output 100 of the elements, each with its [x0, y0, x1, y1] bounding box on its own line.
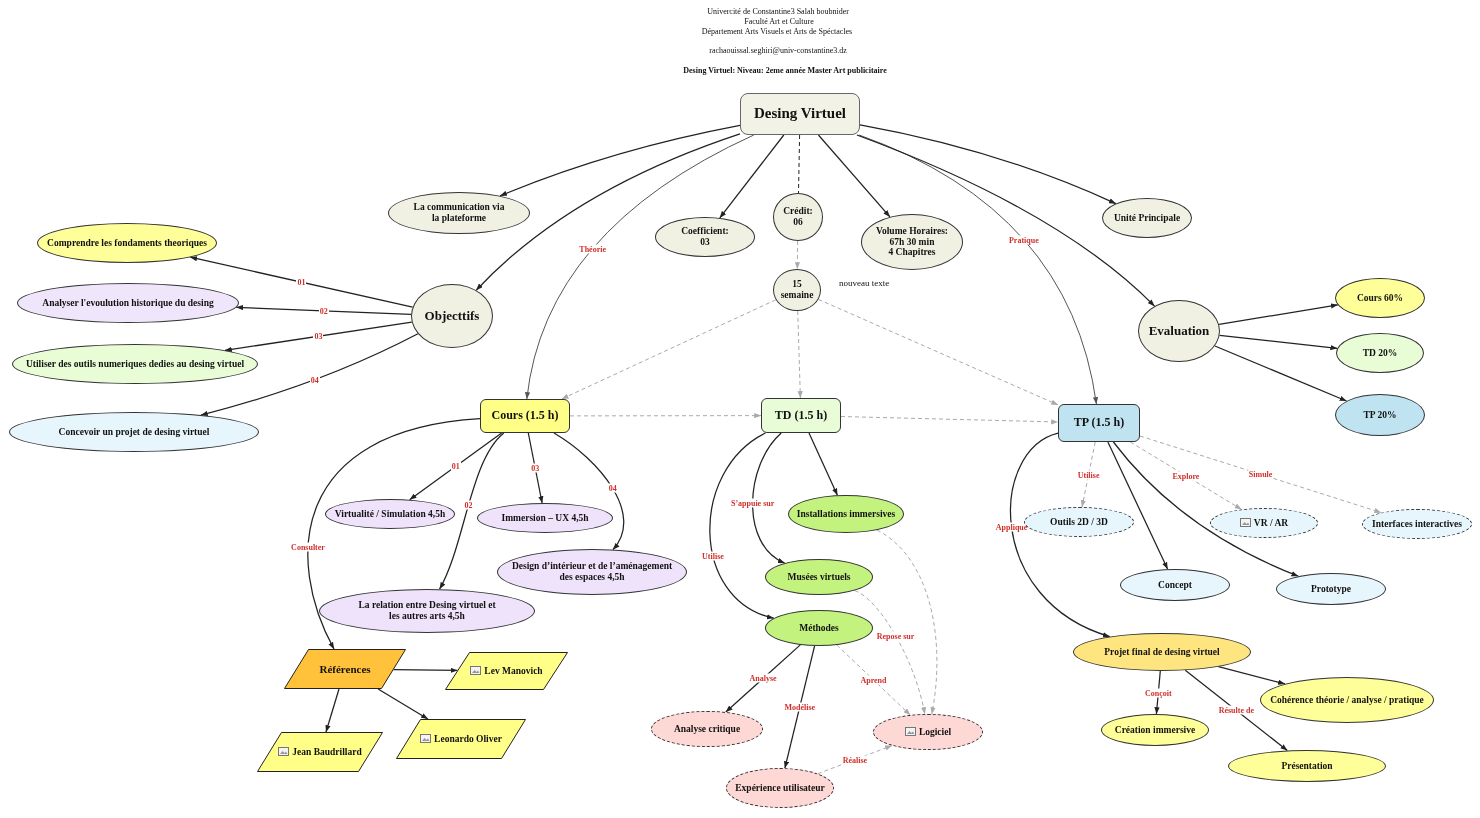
parallelogram-shape — [284, 649, 406, 689]
arrow — [325, 688, 340, 733]
node-label: Analyse critique — [673, 723, 741, 735]
arrow — [1010, 432, 1111, 638]
arrow — [854, 590, 926, 715]
edge-label: Simule — [1247, 469, 1274, 479]
email-address: rachaouissal.seghiri@univ-constantine3.dz — [709, 46, 847, 56]
node-label: Unité Principale — [1113, 212, 1181, 224]
arrow — [709, 432, 775, 619]
circle-node — [773, 193, 823, 241]
edge-label: 01 — [450, 461, 461, 471]
edge-label: 02 — [318, 306, 329, 316]
node-label: Création immersive — [1114, 724, 1196, 736]
edge-label: Conçoit — [1144, 688, 1173, 697]
node-label: TD (1.5 h) — [774, 408, 828, 423]
edge-label: Utilise — [1076, 470, 1101, 479]
arrow — [525, 134, 755, 400]
rounded-box — [480, 399, 570, 433]
arrow — [438, 432, 505, 590]
arrow — [553, 432, 625, 551]
node-label: Objecttifs — [424, 308, 480, 324]
node-label: Coefficient: — [681, 226, 729, 237]
edge-label: Consulter — [290, 542, 326, 552]
node-label: Présentation — [1281, 760, 1333, 772]
edge-label: 04 — [309, 375, 320, 385]
node-label: Leonardo Oliver — [434, 733, 502, 745]
edge-label: Applique — [994, 522, 1029, 532]
arrow — [392, 667, 459, 673]
arrow — [817, 134, 891, 218]
node-label: Méthodes — [799, 622, 839, 634]
node-label: Crédit: — [783, 206, 813, 217]
edge-label: Repose sur — [875, 631, 916, 641]
node-label: Interfaces interactives — [1372, 518, 1462, 530]
node-label: TP (1.5 h) — [1073, 416, 1125, 430]
node-label: Utiliser des outils numeriques dedies au desing virtuel — [25, 358, 245, 370]
arrow — [783, 645, 816, 769]
node-label: Evaluation — [1148, 323, 1210, 339]
arrow — [200, 333, 419, 416]
node-label: 06 — [793, 217, 803, 228]
node-label: Immersion – UX 4,5h — [501, 512, 589, 524]
parallelogram-shape — [396, 719, 526, 759]
edge-label: Aprend — [859, 675, 888, 685]
node-label: Concept — [1158, 579, 1192, 591]
node-label: Analyser l'evoulution historique du desing — [42, 297, 214, 309]
parallelogram-shape — [445, 652, 568, 690]
ellipse-node — [1335, 394, 1425, 436]
arrow — [189, 256, 414, 308]
node-label: Virtualité / Simulation 4,5h — [334, 508, 446, 520]
arrow — [475, 133, 741, 291]
node-label: Cours (1.5 h) — [491, 409, 559, 423]
arrow — [1214, 345, 1348, 402]
ellipse-node — [1335, 278, 1425, 318]
rounded-box — [740, 93, 860, 135]
header-text: Département Arts Visuels et Arts de Spéctacles — [701, 27, 853, 37]
node-label: Installations immersives — [796, 508, 896, 520]
edge-label: Pratique — [1007, 235, 1040, 245]
ellipse-node — [319, 589, 535, 633]
arrow — [856, 134, 1156, 307]
edge-label: 01 — [296, 277, 307, 287]
arrow — [876, 529, 938, 715]
ellipse-node — [765, 610, 873, 646]
rounded-box — [761, 398, 841, 433]
node-label: Desing Virtuel — [753, 105, 847, 123]
node-label: Outils 2D / 3D — [1050, 516, 1108, 528]
arrow — [235, 304, 412, 316]
arrow — [752, 432, 786, 564]
arrow — [499, 124, 741, 197]
node-label: Logiciel — [918, 726, 952, 738]
arrow — [817, 298, 1059, 406]
rounded-box — [1058, 404, 1140, 442]
arrow — [808, 432, 839, 496]
arrow — [1217, 666, 1286, 685]
node-label: Cours 60% — [1356, 292, 1404, 304]
page-title: Desing Virtuel: Niveau: 2eme année Master Art publicitaire — [683, 66, 887, 76]
arrow — [1139, 435, 1382, 514]
node-label: Prototype — [1311, 583, 1351, 595]
edge-label: 04 — [607, 483, 618, 493]
arrow — [797, 310, 803, 399]
arrow — [794, 240, 800, 270]
edge-label: Réalise — [841, 755, 869, 765]
arrow — [377, 688, 429, 720]
circle-node — [773, 269, 821, 311]
arrow — [1218, 334, 1338, 351]
edge-label: Modélise — [783, 702, 817, 712]
arrow — [1184, 669, 1288, 752]
node-label: Cohérence théorie / analyse / pratique — [1270, 694, 1424, 706]
node-label: Expérience utilisateur — [735, 782, 825, 794]
node-label: 15 semaine — [779, 279, 815, 301]
arrow — [1107, 441, 1169, 570]
node-label: TD 20% — [1362, 347, 1398, 359]
node-label: 03 — [700, 237, 710, 248]
node-label: Jean Baudrillard — [292, 746, 362, 758]
node-label: Design d’intérieur et de l’aménagement des espaces 4,5h — [510, 561, 674, 583]
arrow — [1218, 303, 1339, 326]
connector-line — [798, 134, 801, 194]
node-label: Musées virtuels — [787, 571, 851, 583]
arrow — [307, 418, 481, 650]
node-label: Projet final de desing virtuel — [1104, 646, 1220, 658]
arrow — [1129, 441, 1242, 510]
node-label: Références — [319, 662, 371, 676]
